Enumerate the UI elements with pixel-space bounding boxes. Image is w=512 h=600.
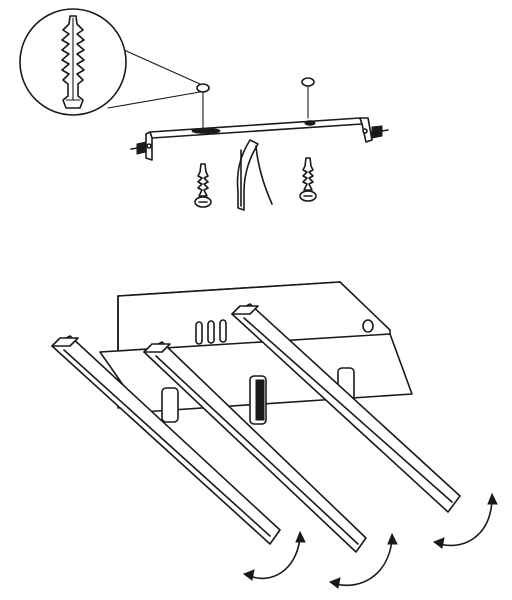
led-bar-right (231, 303, 461, 513)
drill-hole-left (196, 83, 210, 93)
callout-leader-line-bottom (107, 91, 201, 109)
rotation-arrow-icon (242, 530, 306, 581)
mounting-bracket-assembly (130, 77, 389, 211)
bracket-side-knob-left (130, 141, 147, 155)
rotation-arrows (242, 492, 498, 589)
power-cable-icon (236, 139, 273, 211)
led-bar-middle (143, 341, 367, 553)
callout-leader-line-top (123, 49, 201, 85)
mounting-bracket-icon (145, 117, 373, 161)
wall-plug-detail-callout (19, 8, 201, 116)
ceiling-fixture-icon (51, 281, 461, 553)
led-bar-left (51, 335, 281, 545)
wall-plug-icon (61, 15, 85, 109)
rotation-arrow-icon (432, 492, 498, 549)
bracket-side-knob-right (371, 125, 389, 139)
screw-icon (299, 157, 317, 202)
screw-icon (194, 163, 212, 208)
rotation-arrow-icon (328, 532, 398, 589)
drill-hole-right (301, 77, 315, 87)
